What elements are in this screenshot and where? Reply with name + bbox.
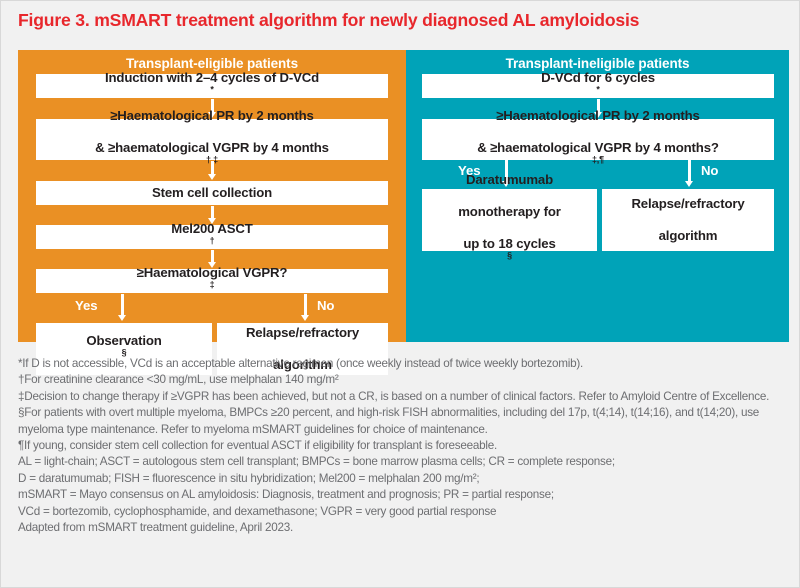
panel-transplant-eligible: Transplant-eligible patients Induction w… [18, 50, 406, 375]
node-response-assessment-ineligible-line2: & ≥haematological VGPR by 4 months? [477, 139, 719, 155]
node-vgpr-question-text: ≥Haematological VGPR? [136, 265, 288, 280]
arrow-collection-to-asct [208, 206, 217, 224]
node-response-assessment: ≥Haematological PR by 2 months & ≥haemat… [36, 108, 388, 164]
node-observation: Observation§ [36, 323, 212, 375]
node-stem-cell-collection: Stem cell collection [36, 181, 388, 205]
node-induction: Induction with 2–4 cycles of D-VCd* [36, 70, 388, 98]
branch-label-yes-ineligible: Yes [458, 163, 481, 178]
node-daratumumab-line2: monotherapy for [458, 204, 561, 219]
panel-transplant-ineligible: Transplant-ineligible patients D-VCd for… [406, 50, 789, 342]
node-response-assessment-line1: ≥Haematological PR by 2 months [110, 107, 314, 123]
node-dvcd-6-cycles-sup: * [596, 84, 600, 95]
node-mel200-asct: Mel200 ASCT† [36, 221, 388, 249]
node-mel200-asct-sup: † [209, 235, 215, 246]
node-observation-text: Observation [86, 333, 162, 348]
abbreviation-line-4: VCd = bortezomib, cyclophosphamide, and … [18, 504, 497, 518]
footnote-dagger: †For creatinine clearance <30 mg/mL, use… [18, 373, 339, 387]
footnote-asterisk: *If D is not accessible, VCd is an accep… [18, 357, 583, 370]
arrow-no-to-relapse [301, 294, 310, 322]
node-daratumumab-line1: Daratumumab [465, 172, 554, 187]
arrow-yes-to-daratumumab [502, 160, 511, 188]
arrow-no-to-relapse-ineligible [685, 160, 694, 188]
footnote-section: §For patients with overt multiple myelom… [18, 406, 760, 436]
node-response-assessment-line2: & ≥haematological VGPR by 4 months [95, 139, 329, 155]
footnote-ddagger: ‡Decision to change therapy if ≥VGPR has… [18, 389, 770, 403]
node-relapse-refractory-ineligible-line1: Relapse/refractory [631, 196, 745, 211]
branch-label-no-eligible: No [317, 298, 335, 313]
node-relapse-refractory-eligible: Relapse/refractory algorithm [217, 323, 388, 375]
node-relapse-refractory-eligible-line2: algorithm [273, 357, 332, 372]
abbreviation-line-3: mSMART = Mayo consensus on AL amyloidosi… [18, 488, 554, 502]
node-stem-cell-collection-text: Stem cell collection [151, 185, 273, 200]
arrow-response-to-collection [208, 161, 217, 180]
node-response-assessment-ineligible-sup: ‡,¶ [591, 154, 604, 165]
node-relapse-refractory-eligible-line1: Relapse/refractory [245, 325, 360, 340]
node-induction-sup: * [210, 84, 214, 95]
figure-title: Figure 3. mSMART treatment algorithm for… [18, 10, 640, 30]
abbreviation-line-1: AL = light-chain; ASCT = autologous stem… [18, 455, 615, 469]
panel-heading-transplant-eligible: Transplant-eligible patients [126, 56, 298, 71]
node-response-assessment-ineligible: ≥Haematological PR by 2 months & ≥haemat… [422, 108, 774, 164]
node-mel200-asct-text: Mel200 ASCT [171, 221, 253, 236]
arrow-dvcd-to-response [594, 99, 603, 118]
node-vgpr-question-sup: ‡ [209, 279, 215, 290]
source-attribution: Adapted from mSMART treatment guideline,… [18, 521, 294, 535]
node-daratumumab-sup: § [507, 250, 512, 261]
node-induction-text: Induction with 2–4 cycles of D-VCd [105, 70, 319, 85]
arrow-induction-to-response [208, 99, 217, 118]
node-relapse-refractory-ineligible: Relapse/refractory algorithm [602, 189, 774, 251]
arrow-yes-to-observation [118, 294, 127, 322]
node-daratumumab-monotherapy: Daratumumab monotherapy for up to 18 cyc… [422, 172, 597, 260]
node-response-assessment-ineligible-line1: ≥Haematological PR by 2 months [496, 107, 700, 123]
panel-heading-transplant-ineligible: Transplant-ineligible patients [505, 56, 690, 71]
node-relapse-refractory-ineligible-line2: algorithm [658, 228, 718, 243]
branch-label-no-ineligible: No [701, 163, 719, 178]
arrow-asct-to-vgpr [208, 250, 217, 268]
node-dvcd-6-cycles-text: D-VCd for 6 cycles [541, 70, 655, 85]
node-dvcd-6-cycles: D-VCd for 6 cycles* [422, 70, 774, 98]
node-response-assessment-sup: †,‡ [205, 154, 218, 165]
node-vgpr-question: ≥Haematological VGPR?‡ [36, 265, 388, 293]
branch-label-yes-eligible: Yes [75, 298, 98, 313]
node-daratumumab-line3: up to 18 cycles [463, 236, 556, 251]
footnote-pilcrow: ¶If young, consider stem cell collection… [18, 439, 497, 453]
footnotes-block: *If D is not accessible, VCd is an accep… [18, 356, 788, 536]
abbreviation-line-2: D = daratumumab; FISH = fluorescence in … [18, 471, 480, 485]
node-observation-sup: § [121, 347, 127, 358]
